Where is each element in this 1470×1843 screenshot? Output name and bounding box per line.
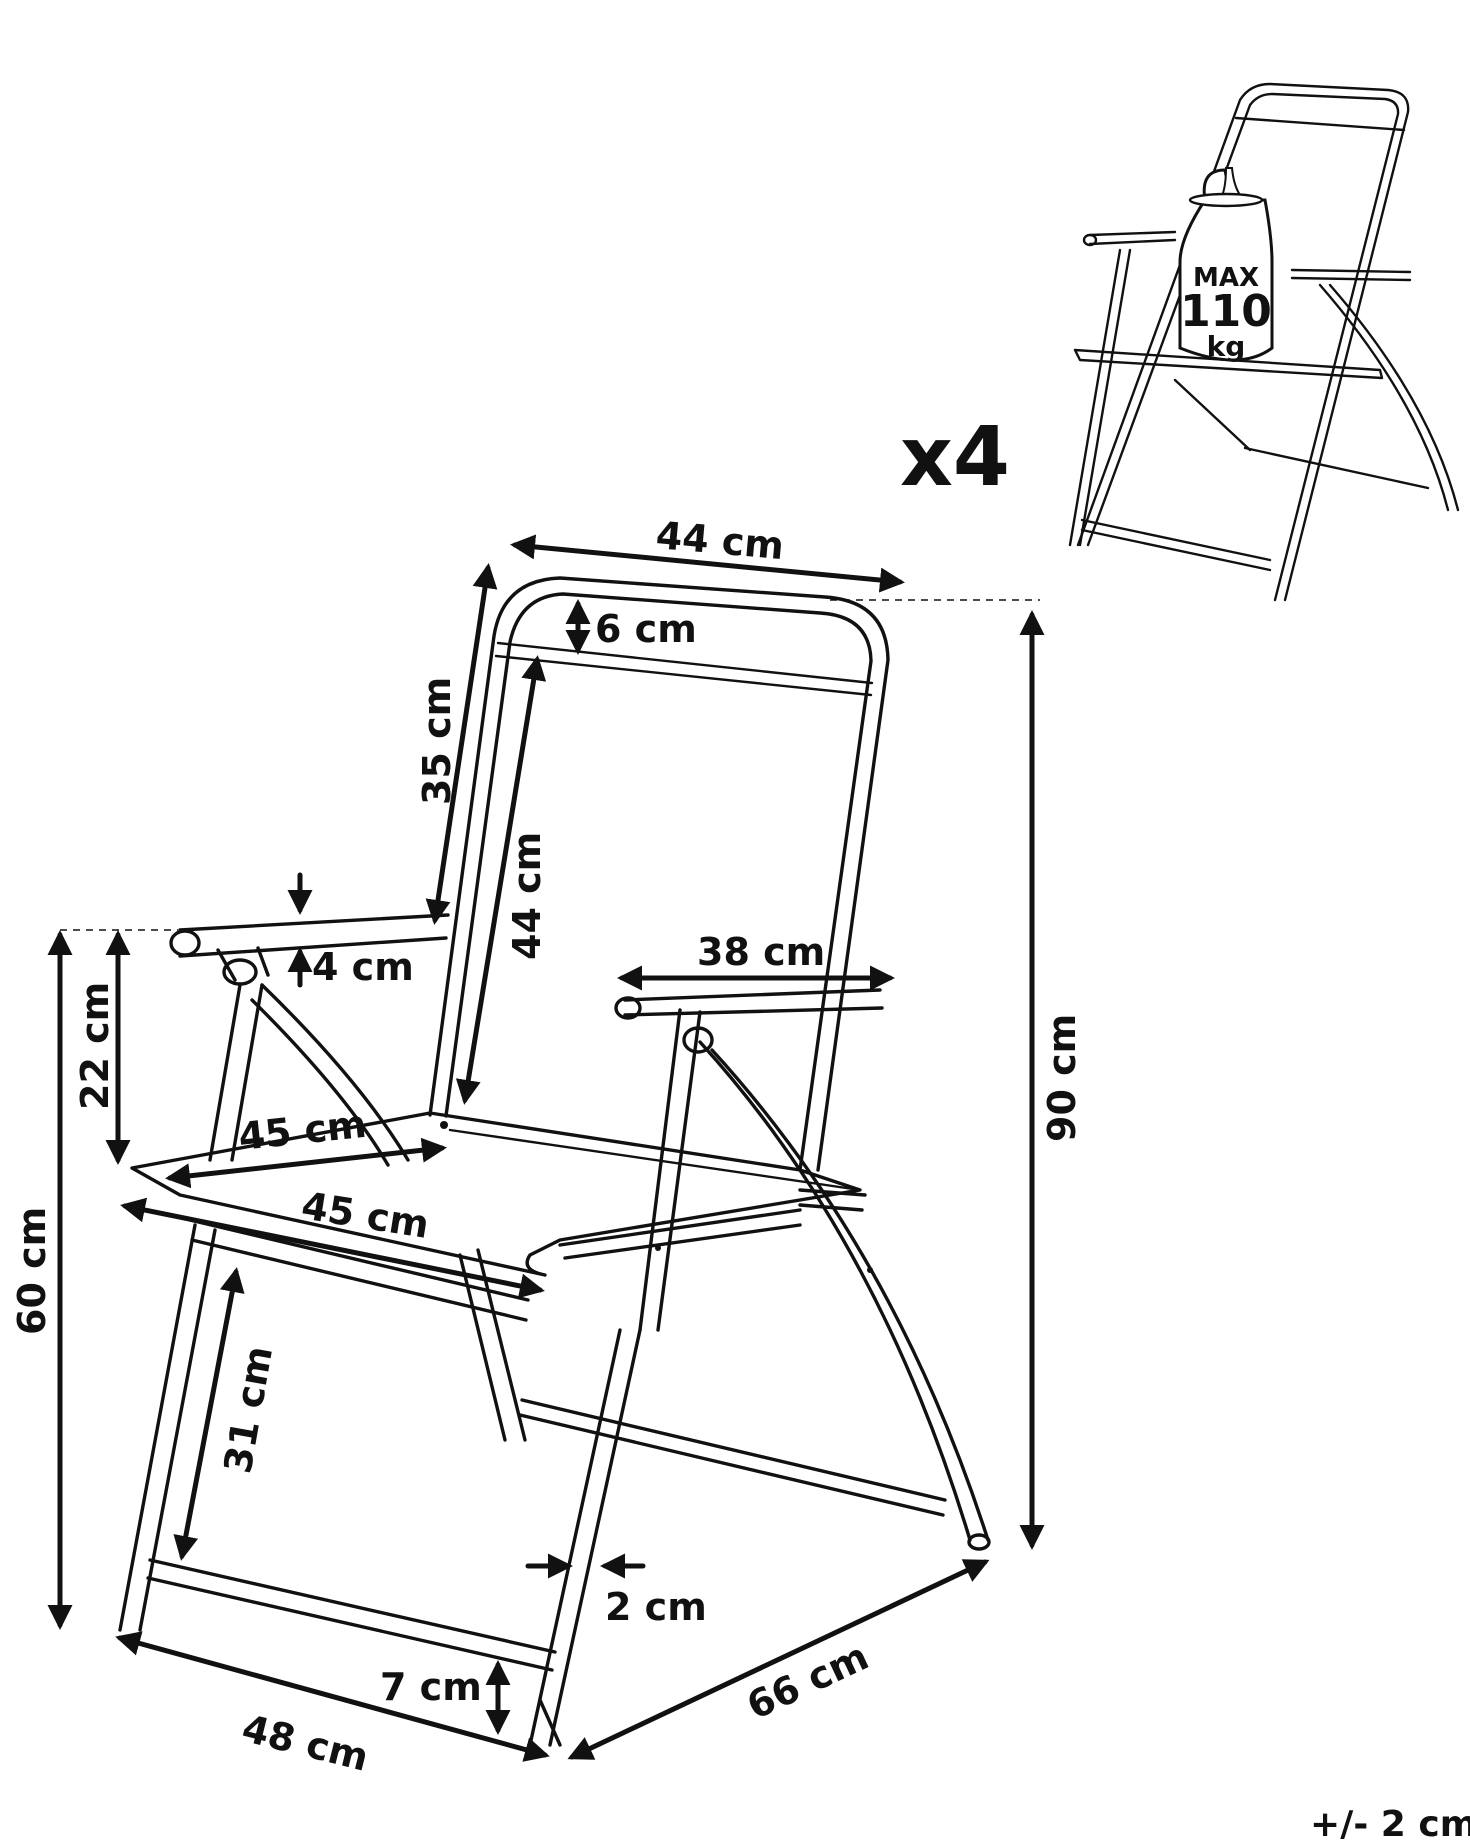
max-load-weight-icon: MAX 110 kg [1178, 167, 1274, 363]
dim-backrest-height-side: 35 cm [415, 677, 459, 805]
dim-base-width: 48 cm [238, 1706, 373, 1780]
dim-top-band: 6 cm [595, 607, 697, 651]
max-load-line2: 110 [1180, 286, 1272, 337]
dim-armrest-length: 38 cm [697, 930, 825, 974]
dim-leg-height: 31 cm [216, 1343, 282, 1477]
chair-thumbnail-illustration: MAX 110 kg [1068, 82, 1460, 602]
dim-backrest-height-inner: 44 cm [505, 832, 549, 960]
max-load-line3: kg [1207, 330, 1246, 363]
dim-armrest-thickness: 4 cm [312, 945, 414, 989]
dimension-arrows [47, 534, 1045, 1762]
tolerance-note: +/- 2 cm [1310, 1804, 1470, 1839]
quantity-label: x4 [900, 410, 1010, 505]
max-load-line1: MAX [1193, 263, 1259, 293]
dim-seat-depth-top: 45 cm [236, 1102, 368, 1159]
chair-main-illustration [118, 576, 991, 1747]
dim-bottom-bar-height: 7 cm [380, 1665, 482, 1709]
dim-total-height: 90 cm [1040, 1014, 1084, 1142]
dim-armrest-height: 22 cm [73, 982, 117, 1110]
dim-seat-width: 45 cm [299, 1183, 433, 1247]
dim-tube-diameter: 2 cm [605, 1585, 707, 1629]
dim-seat-height: 60 cm [10, 1207, 54, 1335]
